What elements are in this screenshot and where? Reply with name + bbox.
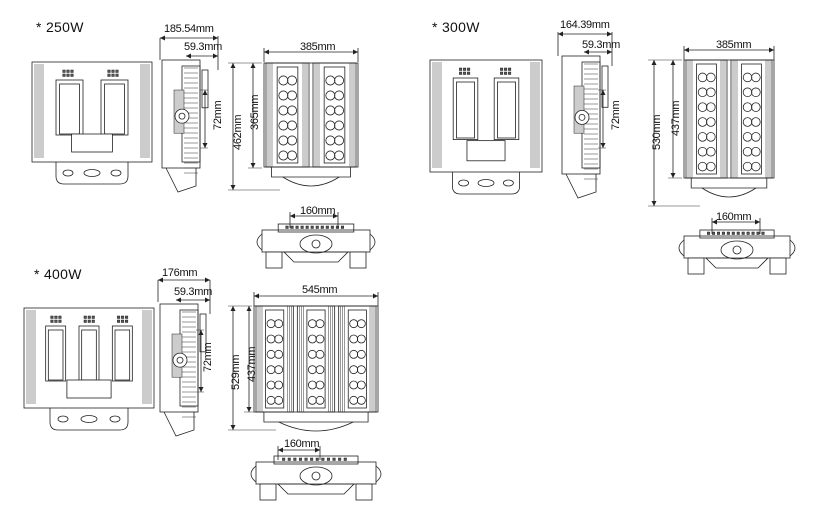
front-view-400w [23,307,155,431]
side-depth-label-400w: 176mm [162,267,198,279]
dims-led-250w [228,48,359,191]
model-250w-title: * 250W [36,19,84,35]
led-view-300w [683,59,775,198]
dims-bottom-400w [277,446,321,460]
dims-bottom-250w [289,212,339,228]
total-height-label-300w: 530mm [651,114,663,150]
front-view-300w [429,59,543,195]
bracket-height-label-300w: 72mm [610,100,622,130]
mount-width-label-400w: 160mm [284,438,320,450]
led-view-250w [263,62,359,187]
bracket-depth-label-250w: 59.3mm [184,41,222,53]
bottom-view-300w [678,229,796,275]
width-label-300w: 385mm [716,39,752,51]
dims-side-300w [557,31,613,149]
model-300w-title: * 300W [432,19,480,35]
body-height-label-400w: 437mm [246,346,258,382]
body-height-label-250w: 365mm [249,94,261,130]
mount-width-label-300w: 160mm [716,211,752,223]
dims-side-400w [157,277,211,393]
bracket-depth-label-300w: 59.3mm [582,39,620,51]
bottom-view-400w [250,455,382,501]
total-height-label-250w: 462mm [232,114,244,150]
dims-side-250w [159,35,219,149]
width-label-250w: 385mm [300,41,336,53]
side-depth-label-250w: 185.54mm [164,23,214,35]
dims-led-400w [228,292,379,431]
width-label-400w: 545mm [302,284,338,296]
bracket-depth-label-400w: 59.3mm [174,286,212,298]
front-view-250w [31,61,153,185]
bottom-view-250w [256,223,376,269]
side-view-400w [159,303,207,437]
dims-led-300w [648,46,775,207]
model-400w-title: * 400W [34,266,82,282]
side-view-300w [561,55,609,199]
led-view-400w [253,305,379,432]
bracket-height-label-400w: 72mm [202,342,214,372]
dims-bottom-300w [711,218,761,234]
body-height-label-300w: 437mm [670,100,682,136]
side-view-250w [161,59,209,193]
side-depth-label-300w: 164.39mm [560,19,610,31]
bracket-height-label-250w: 72mm [212,100,224,130]
mount-width-label-250w: 160mm [300,205,336,217]
total-height-label-400w: 529mm [230,354,242,390]
